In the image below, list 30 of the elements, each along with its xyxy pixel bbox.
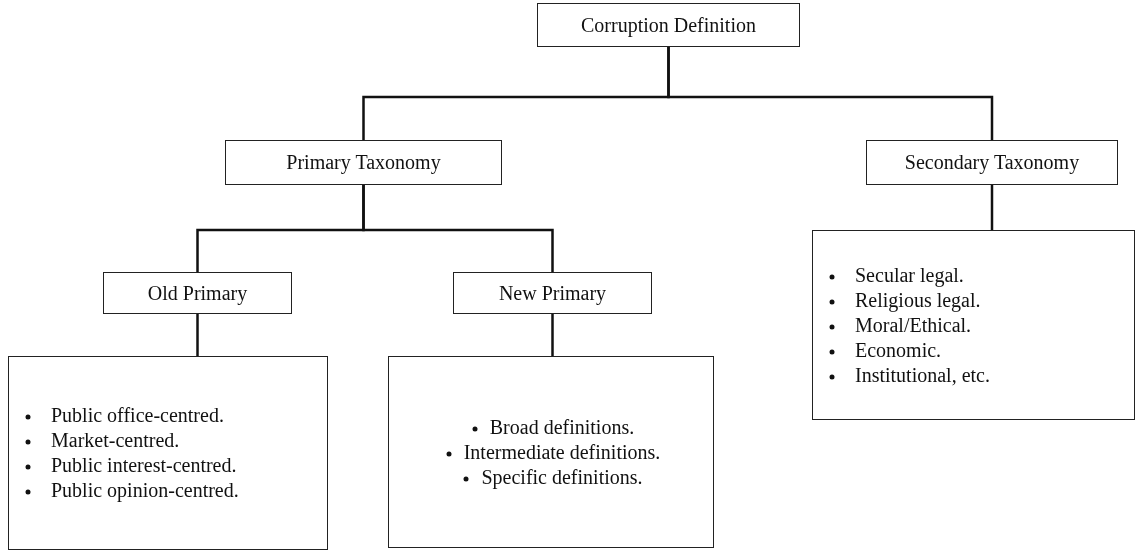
connector-line [990,185,994,230]
connector-line [362,185,554,272]
bullet-item: Market-centred. [51,429,180,451]
bullet-item: Moral/Ethical. [855,313,972,336]
connector-line [551,314,554,356]
bullet-item: Public office-centred. [51,404,224,426]
category-box [866,140,1118,185]
list-box [812,230,1135,420]
connector-line [196,314,199,356]
category-box [103,272,292,314]
bullet-item: Intermediate definitions. [463,440,661,463]
category-box [453,272,652,314]
category-box [537,3,800,47]
bullet-item: Public opinion-centred. [51,479,239,501]
bullet-item: Religious legal. [855,288,981,311]
box-title: New Primary [497,280,608,306]
bullet-item: Broad definitions. [489,415,635,438]
bullet-item: Economic. [855,338,942,361]
connector-line [667,47,994,140]
box-title: Secondary Taxonomy [903,150,1081,175]
list-box [388,356,714,548]
box-title: Corruption Definition [580,12,757,38]
bullet-item: Institutional, etc. [855,363,990,386]
bullet-item: Secular legal. [855,263,964,286]
category-box [225,140,502,185]
bullet-item: Specific definitions. [481,465,643,488]
list-box [8,356,328,550]
box-title: Primary Taxonomy [285,150,442,175]
bullet-item: Public interest-centred. [51,454,237,476]
box-title: Old Primary [146,280,249,306]
